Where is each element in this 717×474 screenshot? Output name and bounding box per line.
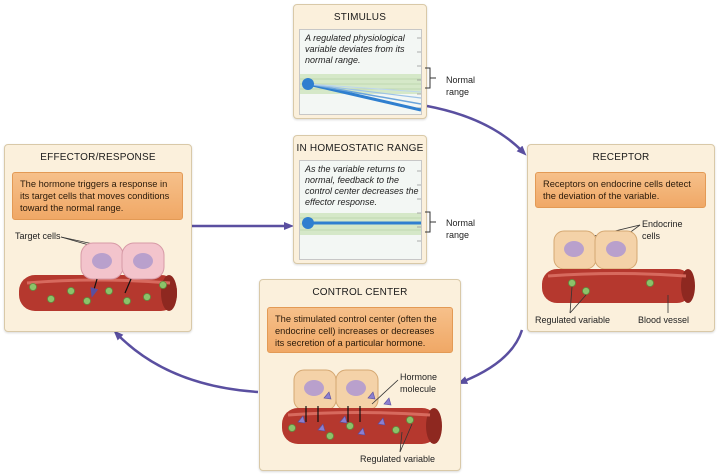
graph-ticks: [417, 37, 421, 109]
stimulus-description: A regulated physiological variable devia…: [305, 33, 405, 65]
nucleus: [346, 380, 366, 396]
homeostatic-range-label-1: Normal: [446, 218, 476, 228]
arrow-stimulus-to-receptor: [426, 104, 527, 156]
hormone-label-1: Hormone: [400, 372, 438, 382]
variable-point: [302, 217, 314, 229]
receptor-description: Receptors on endocrine cells detect the …: [535, 172, 706, 208]
endocrine-cells-label-1: Endocrine: [642, 219, 683, 229]
homeostatic-description: As the variable returns to normal, feedb…: [305, 164, 419, 207]
deviation-line: [307, 82, 421, 112]
nucleus: [92, 253, 112, 269]
arrow-receptor-to-control: [457, 329, 524, 384]
nucleus: [606, 241, 626, 257]
nucleus: [133, 253, 153, 269]
nucleus: [304, 380, 324, 396]
control-description: The stimulated control center (often the…: [267, 307, 453, 353]
receptor-title: RECEPTOR: [592, 152, 650, 163]
effector-illustration: [19, 236, 177, 311]
homeostatic-panel: IN HOMEOSTATIC RANGE As the variable ret…: [293, 135, 427, 264]
stimulus-title: STIMULUS: [333, 12, 387, 23]
receptor-regulated-label: Regulated variable: [535, 315, 611, 325]
receptor-illustration: [542, 224, 695, 314]
effector-title: EFFECTOR/RESPONSE: [40, 152, 156, 163]
stimulus-range-label-1: Normal: [446, 75, 476, 85]
blood-vessel-label: Blood vessel: [638, 315, 690, 325]
homeostatic-graph: As the variable returns to normal, feedb…: [299, 160, 422, 260]
vessel: [282, 408, 438, 444]
hormone-label-2: molecule: [400, 384, 437, 394]
effector-description: The hormone triggers a response in its t…: [12, 172, 183, 220]
target-cells-label: Target cells: [15, 231, 61, 241]
stimulus-graph: A regulated physiological variable devia…: [299, 29, 422, 115]
effector-panel: EFFECTOR/RESPONSE The hormone triggers a…: [4, 144, 192, 332]
control-illustration: [282, 369, 442, 453]
stimulus-plot: [300, 37, 421, 112]
nucleus: [564, 241, 584, 257]
stimulus-panel: STIMULUS A regulated physiological varia…: [293, 4, 427, 119]
homeostatic-title: IN HOMEOSTATIC RANGE: [296, 143, 424, 154]
vessel: [542, 269, 692, 303]
control-title: CONTROL CENTER: [312, 287, 408, 298]
control-panel: CONTROL CENTER The stimulated control ce…: [259, 279, 461, 471]
endocrine-cells-label-2: cells: [642, 231, 661, 241]
homeostatic-range-label-2: range: [446, 230, 470, 240]
stimulus-range-label-2: range: [446, 87, 470, 97]
receptor-panel: RECEPTOR Receptors on endocrine cells de…: [527, 144, 715, 332]
homeostatic-plot: [300, 170, 421, 242]
arrow-control-to-effector: [113, 330, 259, 394]
control-regulated-label: Regulated variable: [360, 454, 436, 464]
variable-point: [302, 78, 314, 90]
graph-ticks: [417, 170, 421, 242]
